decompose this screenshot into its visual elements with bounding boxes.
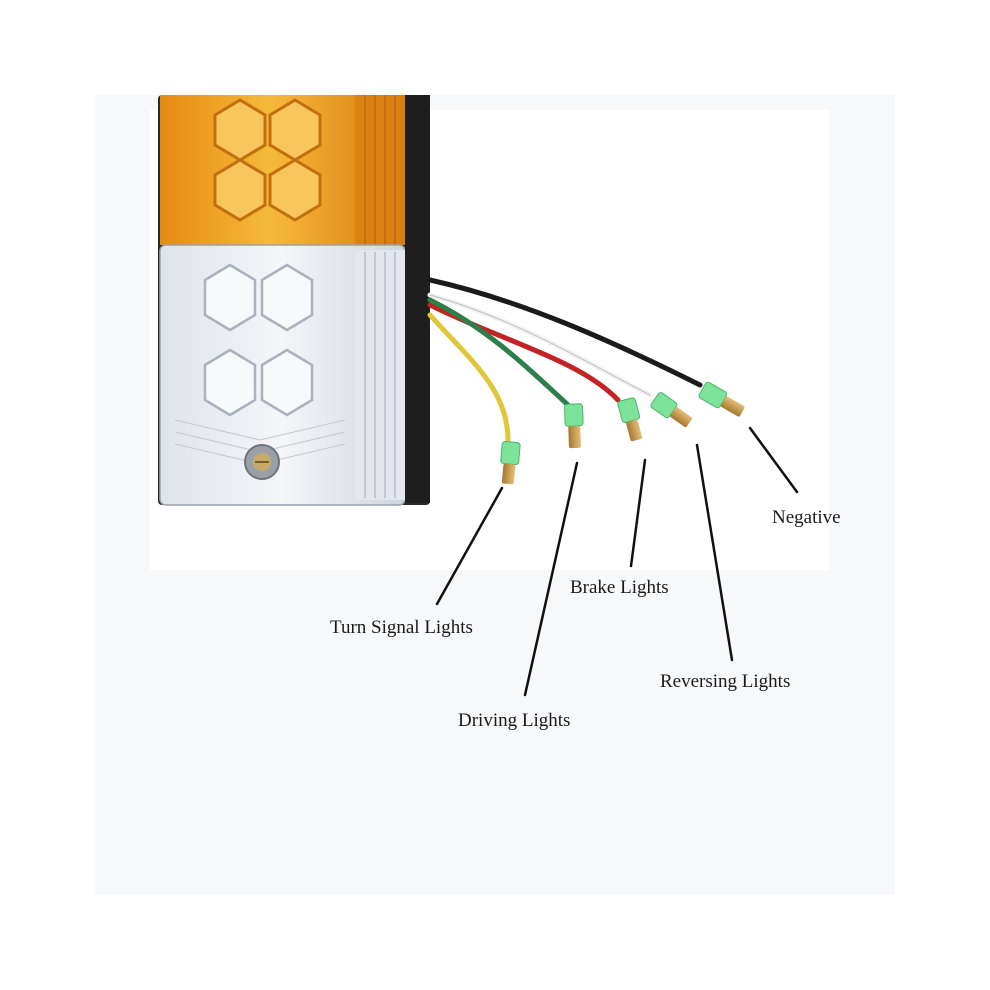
yellow-wire [427,312,511,448]
connector-brake [617,397,643,442]
clear-led-cells [203,263,314,417]
leader-line-driving [523,461,579,697]
amber-led-cells [213,98,322,222]
wire-harness [427,277,703,448]
leader-lines [435,426,799,697]
leader-line-reversing [695,443,734,662]
connector-turn-signal [500,441,521,485]
label-reversing-lights: Reversing Lights [660,671,791,692]
leader-line-turn-signal [435,486,504,606]
connectors [500,381,745,485]
label-negative: Negative [772,507,841,528]
leader-line-brake [629,458,647,568]
tail-light [158,95,430,506]
connector-driving [564,403,584,449]
leader-line-negative [748,426,799,494]
label-driving-lights: Driving Lights [458,710,571,731]
connector-reversing [650,392,692,428]
label-turn-signal-lights: Turn Signal Lights [330,617,473,638]
label-brake-lights: Brake Lights [570,577,669,598]
black-wire [427,277,703,388]
connector-negative [698,381,745,417]
red-wire [427,302,621,403]
green-wire [427,297,571,408]
